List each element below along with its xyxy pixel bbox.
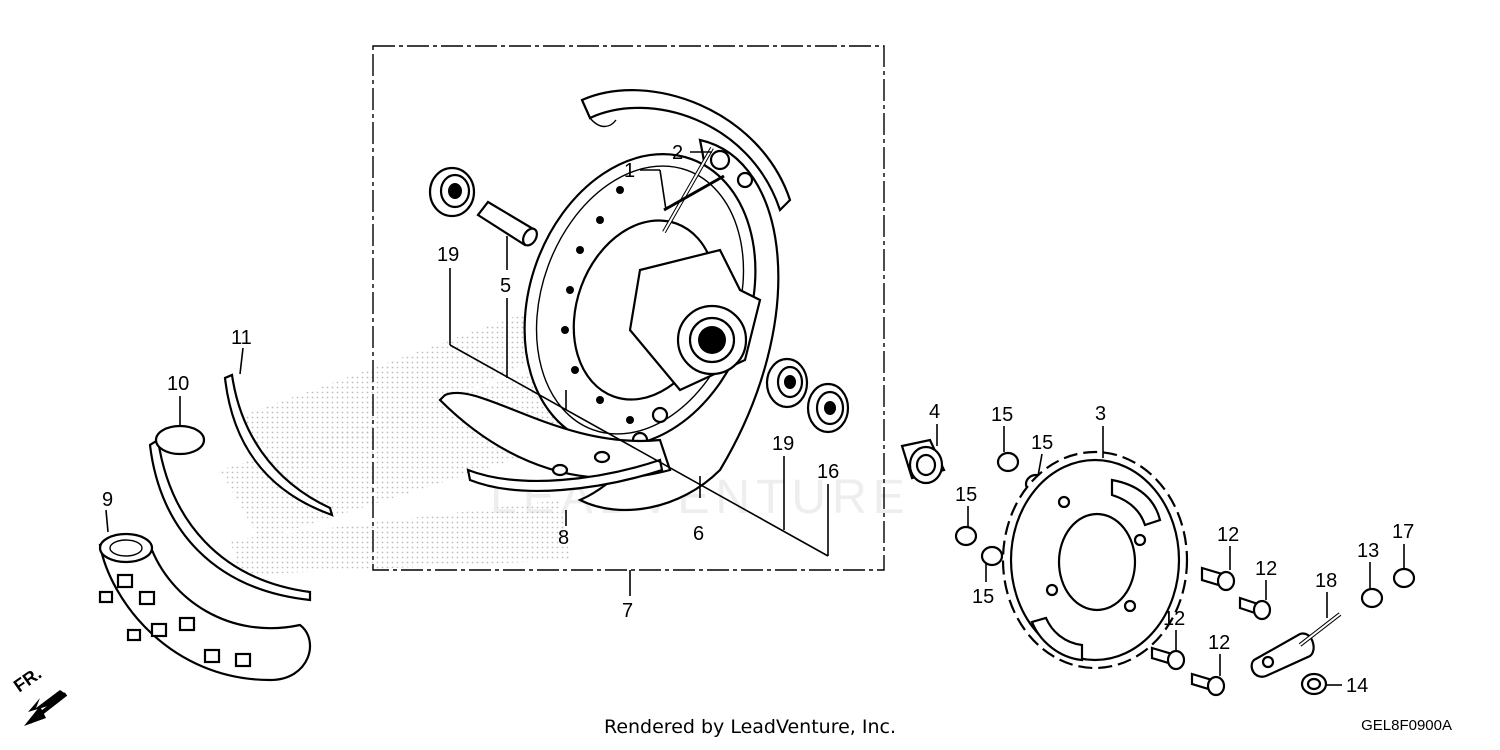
bearing-right	[765, 357, 809, 409]
sprocket-bolt	[1150, 566, 1272, 697]
label-17: 17	[1392, 521, 1414, 543]
label-3: 3	[1095, 403, 1106, 425]
leader-lines	[105, 151, 1405, 686]
sprocket-collar	[900, 438, 946, 485]
label-15d: 15	[972, 586, 994, 608]
label-14: 14	[1346, 675, 1368, 697]
chain-adjuster	[1250, 612, 1342, 678]
label-15a: 15	[991, 404, 1013, 426]
front-direction-arrow	[24, 690, 68, 726]
label-15c: 15	[955, 484, 977, 506]
rim-strip	[223, 373, 334, 517]
label-9: 9	[102, 489, 113, 511]
wheel-assembly-box	[372, 45, 885, 571]
wheel-rim	[523, 138, 780, 512]
label-12d: 12	[1208, 632, 1230, 654]
distance-collar	[476, 200, 538, 247]
bearing-left	[428, 166, 476, 218]
label-12a: 12	[1217, 524, 1239, 546]
label-8: 8	[558, 527, 569, 549]
dust-seal	[806, 382, 850, 434]
label-19b: 19	[772, 433, 794, 455]
washer	[1360, 587, 1384, 609]
label-19a: 19	[437, 244, 459, 266]
rim-band-lower	[438, 391, 672, 492]
label-2: 2	[672, 142, 683, 164]
label-7: 7	[622, 600, 633, 622]
label-12b: 12	[1255, 558, 1277, 580]
label-6: 6	[693, 523, 704, 545]
driven-sprocket	[1001, 450, 1189, 670]
label-15b: 15	[1031, 432, 1053, 454]
label-18: 18	[1315, 570, 1337, 592]
label-10: 10	[167, 373, 189, 395]
label-12c: 12	[1163, 608, 1185, 630]
inner-tube	[148, 424, 312, 602]
label-16: 16	[817, 461, 839, 483]
label-4: 4	[929, 401, 940, 423]
label-1: 1	[624, 160, 635, 182]
label-11: 11	[231, 327, 252, 349]
lock-nut	[1392, 567, 1416, 589]
tire	[98, 532, 312, 682]
label-13: 13	[1357, 540, 1379, 562]
rendered-by-footer: Rendered by LeadVenture, Inc.	[603, 716, 897, 738]
adjuster-nut	[1300, 672, 1328, 696]
spoke	[662, 147, 725, 233]
drawing-code: GEL8F0900A	[1361, 717, 1452, 734]
rim-band-upper	[580, 89, 792, 213]
label-5: 5	[500, 275, 511, 297]
